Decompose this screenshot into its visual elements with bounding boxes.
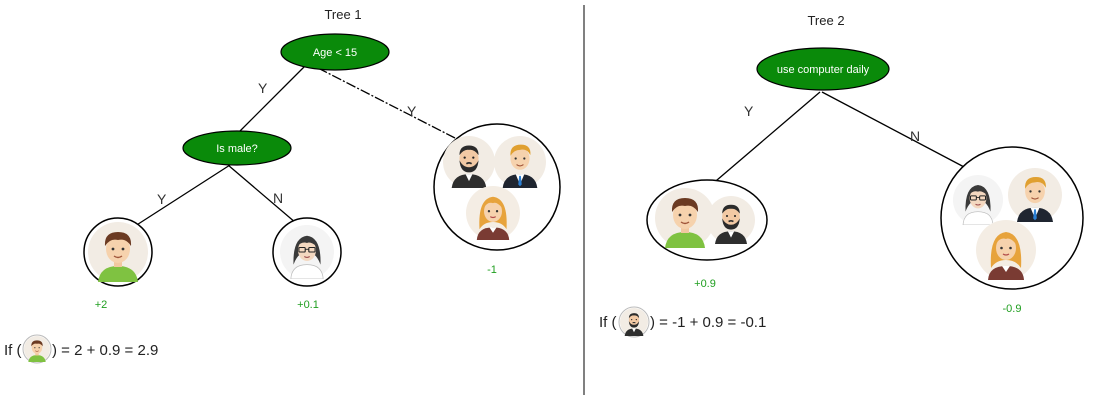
formula-1-prefix: If ( xyxy=(4,342,22,359)
tree-1: Tree 1 Y Y Y N Age < 15 Is male? +2 +0.1… xyxy=(83,7,561,311)
man-beard-avatar-icon xyxy=(707,196,755,244)
tree-1-internal-label: Is male? xyxy=(216,143,258,155)
tree-1-edge-label-int-left: Y xyxy=(157,191,167,207)
formula-2-prefix: If ( xyxy=(599,314,617,331)
tree-2-leaf-2-value: -0.9 xyxy=(1003,303,1022,315)
tree-2: Tree 2 Y N use computer daily +0.9 -0.9 xyxy=(646,13,1084,315)
tree-1-root-label: Age < 15 xyxy=(313,47,357,59)
tree-1-leaf-1-value: +2 xyxy=(95,299,108,311)
man-beard-avatar-icon xyxy=(443,136,495,188)
tree-1-internal-node xyxy=(182,130,292,166)
tree-2-root-node xyxy=(756,47,890,91)
tree-1-edge-root-left xyxy=(235,65,306,136)
boy-avatar-icon xyxy=(655,188,715,248)
woman-glasses-avatar-icon xyxy=(953,175,1003,225)
tree-1-edge-root-right xyxy=(317,67,456,139)
boy-avatar-icon xyxy=(88,222,148,282)
tree-2-edge-root-right xyxy=(821,91,967,169)
woman-blonde-avatar-icon xyxy=(466,186,520,240)
tree-2-leaf-1-value: +0.9 xyxy=(694,278,716,290)
tree-1-title: Tree 1 xyxy=(324,7,361,22)
woman-blonde-avatar-icon xyxy=(976,220,1036,280)
formula-2-expression: ) = -1 + 0.9 = -0.1 xyxy=(650,314,766,331)
tree-2-title: Tree 2 xyxy=(807,13,844,28)
man-suit-avatar-icon xyxy=(494,136,546,188)
tree-1-root-node xyxy=(280,33,390,71)
tree-2-edge-label-root-right: N xyxy=(910,128,920,144)
tree-1-edge-int-left xyxy=(131,164,231,229)
man-beard-avatar-icon xyxy=(620,308,648,336)
tree-1-edge-label-int-right: N xyxy=(273,190,283,206)
tree-1-edge-label-root-right: Y xyxy=(407,103,417,119)
tree-2-edge-root-left xyxy=(709,91,821,187)
formula-1: If ( ) = 2 + 0.9 = 2.9 xyxy=(4,334,158,364)
man-suit-avatar-icon xyxy=(1008,168,1062,222)
boy-avatar-icon xyxy=(24,336,50,362)
tree-1-leaf-3-value: -1 xyxy=(487,264,497,276)
tree-1-leaf-2-value: +0.1 xyxy=(297,299,319,311)
tree-2-root-label: use computer daily xyxy=(777,64,870,76)
tree-1-edge-int-right xyxy=(227,164,297,224)
tree-1-edge-label-root-left: Y xyxy=(258,80,268,96)
tree-2-edge-label-root-left: Y xyxy=(744,103,754,119)
formula-2: If ( ) = -1 + 0.9 = -0.1 xyxy=(599,306,766,338)
woman-glasses-avatar-icon xyxy=(280,225,334,279)
formula-1-expression: ) = 2 + 0.9 = 2.9 xyxy=(52,342,158,359)
